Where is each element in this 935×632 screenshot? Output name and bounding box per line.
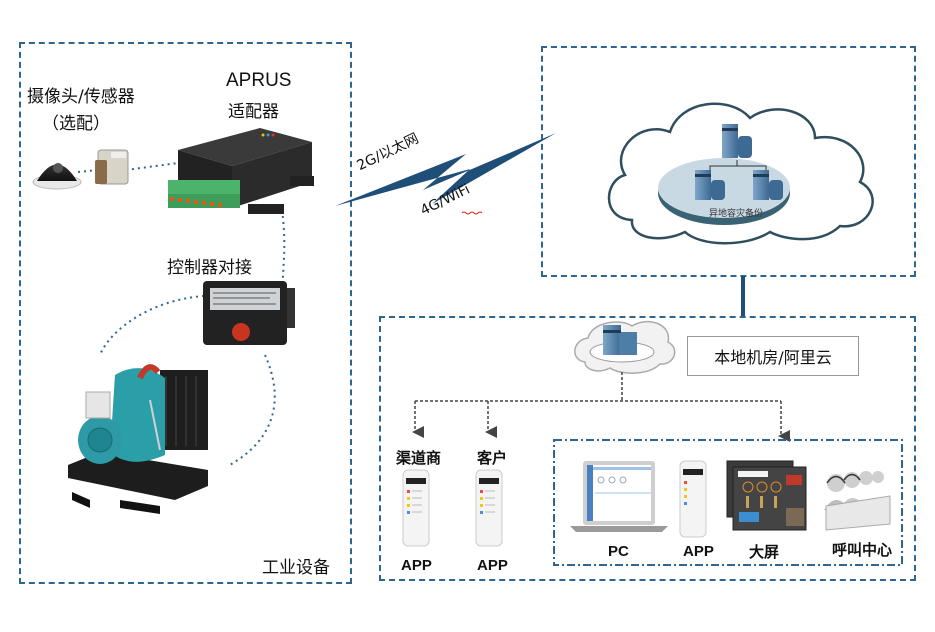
client-caption-pc: PC	[608, 543, 629, 560]
panel-connector	[741, 276, 745, 318]
local-server-cloud-icon	[574, 321, 676, 374]
wireless-link-icon	[335, 133, 556, 206]
camera-sensor-label: 摄像头/传感器	[27, 87, 135, 107]
big-screen-icon	[726, 460, 807, 531]
generator-icon	[68, 364, 208, 514]
industrial-equipment-panel	[19, 42, 352, 584]
clients-panel	[553, 439, 903, 566]
endpoint-caption-customer: APP	[477, 557, 508, 574]
server-icon	[722, 124, 752, 158]
backup-cloud-icon	[607, 102, 874, 245]
laptop-icon	[570, 461, 668, 532]
local-server-panel	[379, 316, 916, 581]
aprus-label: APRUS	[226, 70, 292, 91]
dome-camera-icon	[32, 163, 82, 190]
controller-icon	[203, 281, 295, 345]
camera-sensor-optional-label: （选配）	[42, 114, 110, 134]
link-adapter-controller	[281, 209, 286, 291]
phone-icon-customer	[475, 469, 503, 547]
server-icon	[695, 170, 725, 200]
link-sensor-adapter	[125, 162, 179, 171]
client-caption-app: APP	[683, 543, 714, 560]
phone-icon-channel	[402, 469, 430, 547]
link-controller-generator-bottom	[227, 354, 276, 467]
endpoint-caption-channel: APP	[401, 557, 432, 574]
endpoint-title-customer: 客户	[477, 449, 508, 467]
controller-label: 控制器对接	[167, 258, 252, 278]
industrial-equipment-title: 工业设备	[262, 558, 330, 578]
aprus-adapter-icon	[168, 128, 314, 214]
server-icon	[753, 170, 783, 200]
cloud-backup-panel	[541, 46, 916, 277]
backup-label: 异地容灾备份	[709, 209, 764, 219]
spellcheck-underline	[461, 211, 483, 215]
local-server-label: 本地机房/阿里云	[687, 336, 859, 376]
client-caption-big-screen: 大屏	[749, 543, 780, 561]
adapter-label: 适配器	[228, 102, 279, 122]
distribution-arrows	[412, 372, 790, 442]
endpoint-title-channel: 渠道商	[396, 449, 442, 467]
link-controller-generator-top	[99, 295, 205, 356]
phone-icon-app	[679, 460, 707, 538]
sensor-icon	[95, 149, 129, 185]
call-center-icon	[824, 471, 891, 531]
client-caption-call-center: 呼叫中心	[832, 541, 893, 559]
